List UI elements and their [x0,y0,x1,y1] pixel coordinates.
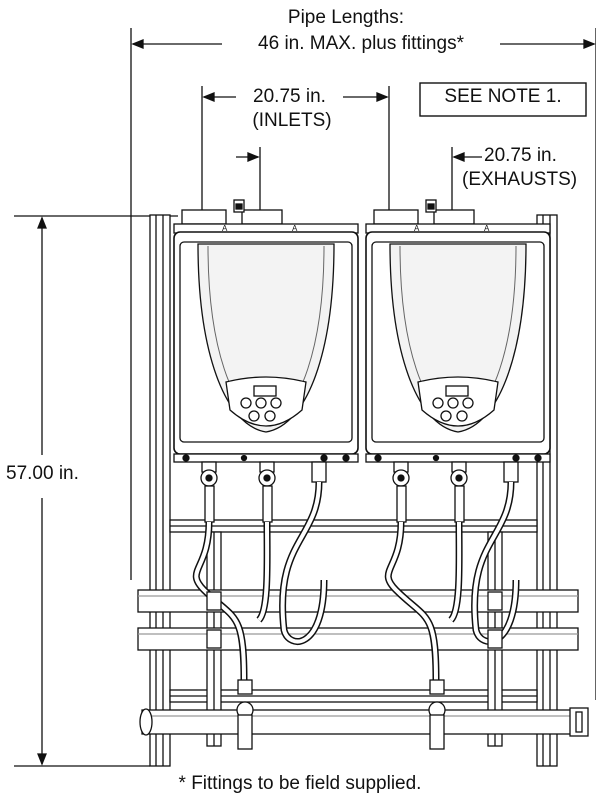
inlets-dimension [201,86,390,210]
inlets-dimension-value: 20.75 in. [236,86,343,108]
water-heater-right [366,200,550,749]
note-box [419,82,587,117]
unit-letter: A [484,224,490,233]
exhausts-tag: (EXHAUSTS) [462,169,590,191]
water-heater-left [174,200,358,749]
pipe-lengths-title: Pipe Lengths: [258,6,434,30]
width-dimension [130,28,596,700]
height-dimension [14,215,178,767]
exhausts-dimension-value: 20.75 in. [484,145,590,167]
height-dimension-value: 57.00 in. [6,462,118,486]
exhausts-dimension [451,147,482,210]
manifold-pipes [137,589,589,737]
note-label: SEE NOTE 1. [444,86,562,107]
footnote: * Fittings to be field supplied. [130,772,470,796]
pipe-lengths-value: 46 in. MAX. plus fittings* [222,32,500,56]
unit-letter: A [414,224,420,233]
rack-clips [206,591,503,649]
unit-letter: A [292,224,298,233]
unit-letter: A [222,224,228,233]
inlets-tag: (INLETS) [240,110,344,132]
